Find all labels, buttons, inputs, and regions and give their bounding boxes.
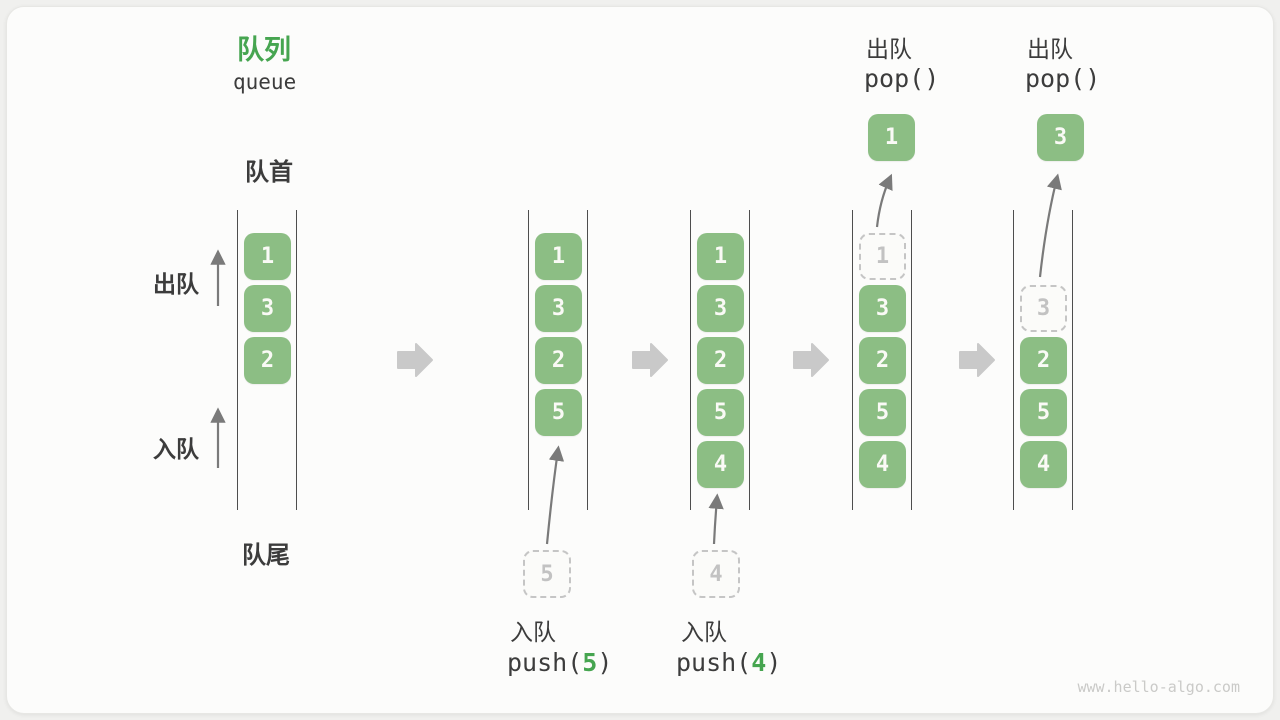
pop2-label: 出队 (1027, 36, 1073, 62)
queue-item: 3 (535, 285, 582, 332)
removed-slot-3: 3 (1020, 285, 1067, 332)
queue-item: 2 (244, 337, 291, 384)
pop1-code: pop() (864, 64, 940, 93)
watermark: www.hello-algo.com (1077, 678, 1240, 696)
label-queue-rear: 队尾 (242, 542, 290, 569)
queue-item: 2 (859, 337, 906, 384)
label-enqueue-direction: 入队 (153, 436, 199, 462)
queue-item: 5 (859, 389, 906, 436)
pop1-label: 出队 (866, 36, 912, 62)
label-dequeue-direction: 出队 (153, 271, 199, 297)
queue-channel-state-4 (852, 210, 912, 510)
popped-item-3: 3 (1037, 114, 1084, 161)
removed-slot-1: 1 (859, 233, 906, 280)
queue-item: 4 (859, 441, 906, 488)
label-queue-front: 队首 (245, 159, 293, 186)
queue-item: 2 (1020, 337, 1067, 384)
queue-channel-state-3 (690, 210, 750, 510)
diagram-card (6, 6, 1274, 714)
incoming-item-5: 5 (523, 550, 571, 598)
queue-item: 5 (697, 389, 744, 436)
queue-channel-state-2 (528, 210, 588, 510)
queue-item: 3 (859, 285, 906, 332)
queue-title-en: queue (233, 70, 297, 94)
queue-channel-state-1 (237, 210, 297, 510)
queue-item: 1 (244, 233, 291, 280)
push5-arg: 5 (582, 648, 598, 677)
queue-item: 5 (535, 389, 582, 436)
push5-fn: push( (507, 648, 583, 677)
queue-item: 4 (1020, 441, 1067, 488)
push5-code: push(5) (507, 648, 612, 677)
queue-channel-state-5 (1013, 210, 1073, 510)
queue-item: 4 (697, 441, 744, 488)
push4-arg: 4 (751, 648, 767, 677)
push4-label: 入队 (681, 619, 727, 645)
push4-close: ) (766, 648, 782, 677)
queue-title-zh: 队列 (237, 35, 291, 65)
queue-item: 1 (535, 233, 582, 280)
queue-item: 3 (697, 285, 744, 332)
pop2-code: pop() (1025, 64, 1101, 93)
queue-item: 2 (697, 337, 744, 384)
queue-item: 1 (697, 233, 744, 280)
queue-item: 2 (535, 337, 582, 384)
popped-item-1: 1 (868, 114, 915, 161)
push5-label: 入队 (510, 619, 556, 645)
push4-fn: push( (676, 648, 752, 677)
queue-item: 3 (244, 285, 291, 332)
push4-code: push(4) (676, 648, 781, 677)
push5-close: ) (597, 648, 613, 677)
incoming-item-4: 4 (692, 550, 740, 598)
queue-item: 5 (1020, 389, 1067, 436)
